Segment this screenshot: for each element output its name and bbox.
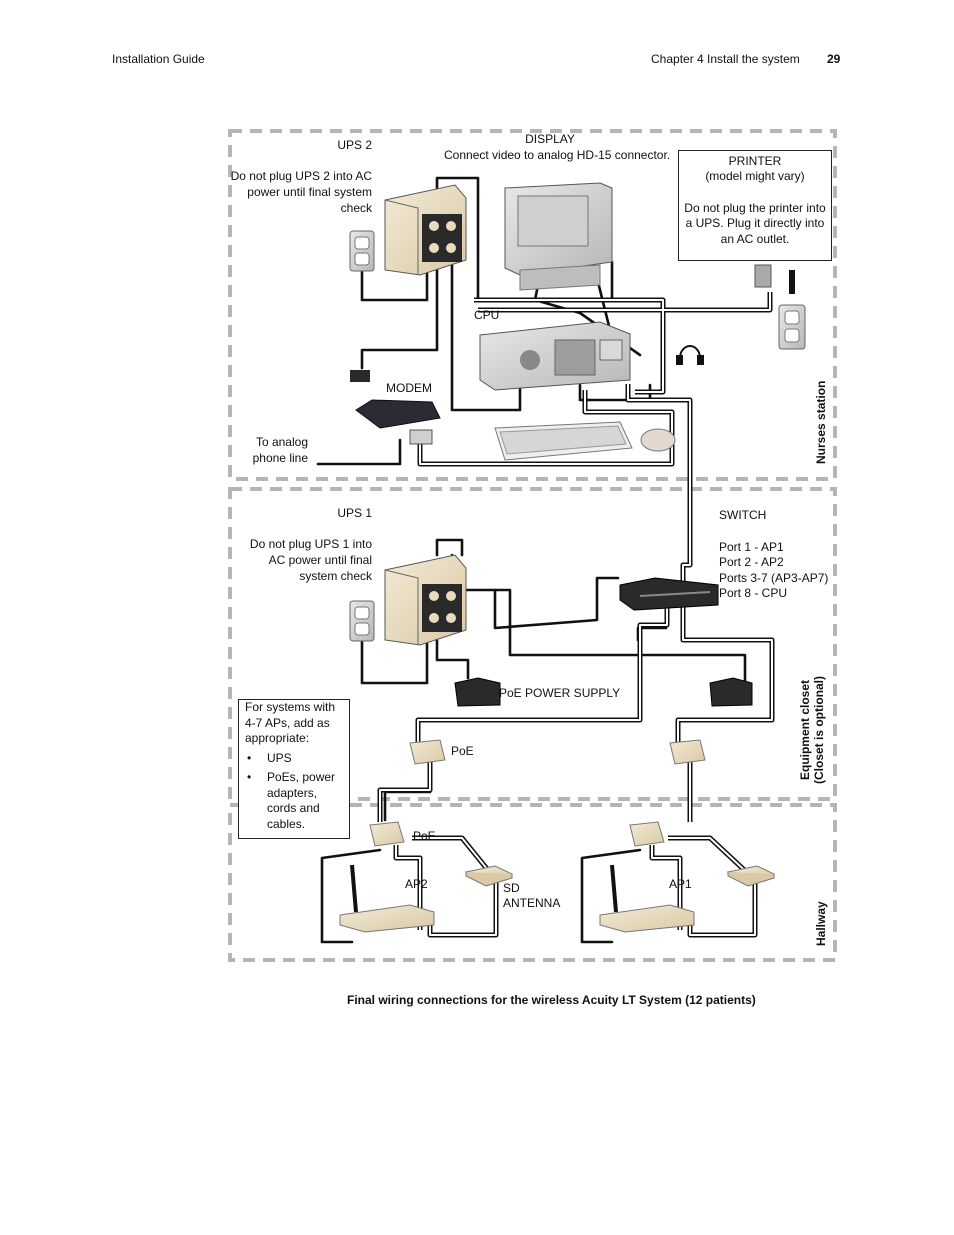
phone-line-label-2: phone line (252, 451, 308, 465)
display-note: Connect video to analog HD-15 connector. (444, 148, 671, 162)
switch-port-8: Port 8 - CPU (719, 586, 788, 600)
hallway-label: Hallway (814, 901, 828, 946)
note-item-ups: UPS (245, 751, 345, 767)
poe-hallway-label: PoE (413, 829, 436, 843)
ups2-note-line1: Do not plug UPS 2 into AC (230, 169, 372, 183)
wall-outlet-ups2 (349, 230, 375, 272)
note-intro-line3: appropriate: (245, 731, 310, 745)
note-item-poes: PoEs, power adapters, cords and cables. (245, 770, 345, 832)
switch-device (619, 577, 719, 611)
printer-note-line1: Do not plug the printer into (684, 201, 826, 215)
printer-note-line2: a UPS. Plug it directly into (685, 216, 825, 230)
ap1-label: AP1 (669, 877, 692, 891)
sd-antenna-label-1: SD (503, 881, 520, 895)
switch-title: SWITCH (719, 508, 767, 522)
display-device (504, 182, 613, 291)
switch-port-3-7: Ports 3-7 (AP3-AP7) (719, 571, 829, 585)
poe-power-supply-right (709, 677, 753, 707)
equipment-closet-line1: Equipment closet (798, 680, 812, 781)
sd-antenna-ap1 (726, 865, 776, 887)
ups1-note-line2: AC power until final (268, 553, 372, 567)
printer-title: PRINTER (728, 154, 782, 168)
cpu-device (479, 321, 631, 391)
poe-closet-label: PoE (451, 744, 474, 758)
poe-injector-hallway-right (629, 821, 665, 847)
nurses-station-label: Nurses station (814, 380, 828, 464)
ups2-note-line2: power until final system (247, 185, 372, 199)
poe-power-supply-left (454, 677, 501, 707)
nurses-station-zone (228, 129, 837, 481)
modem-label: MODEM (386, 381, 432, 395)
ups2-title: UPS 2 (337, 138, 372, 152)
note-intro-line2: 4-7 APs, add as (245, 715, 330, 730)
modem-power-adapter (350, 370, 370, 382)
ap2-label: AP2 (405, 877, 428, 891)
running-header-title: Installation Guide (112, 52, 205, 66)
zone-borders (228, 129, 837, 962)
modem-device (355, 399, 441, 445)
poe-injector-hallway-left (369, 821, 405, 847)
mouse-device (640, 428, 676, 452)
ups2-device (384, 184, 467, 276)
display-title: DISPLAY (525, 132, 575, 146)
wall-outlet-ups1 (349, 600, 375, 642)
sd-antenna-label-2: ANTENNA (503, 896, 561, 910)
keyboard-device (494, 421, 633, 461)
sd-antenna-ap2 (464, 865, 514, 887)
figure-caption: Final wiring connections for the wireles… (347, 993, 756, 1007)
ap-expansion-note-box: For systems with 4-7 APs, add as appropr… (238, 699, 350, 839)
equipment-closet-zone (228, 487, 837, 801)
printer-connectors (754, 264, 795, 294)
switch-port-2: Port 2 - AP2 (719, 555, 784, 569)
switch-port-1: Port 1 - AP1 (719, 540, 784, 554)
running-header-chapter: Chapter 4 Install the system (651, 52, 800, 66)
equipment-closet-label: Equipment closet (Closet is optional) (798, 675, 826, 785)
printer-note-line3: an AC outlet. (720, 232, 790, 246)
ups1-note-line1: Do not plug UPS 1 into (249, 537, 372, 551)
poe-injector-closet-left (409, 739, 446, 765)
ups2-note-line3: check (340, 201, 372, 215)
printer-subtitle: (model might vary) (705, 169, 805, 183)
printer-callout-box: PRINTER (model might vary) Do not plug t… (678, 150, 832, 261)
ups1-note-line3: system check (299, 569, 372, 583)
hallway-zone (228, 803, 837, 962)
page-number: 29 (827, 52, 841, 66)
phone-line-label-1: To analog (255, 435, 308, 449)
ups1-title: UPS 1 (337, 506, 372, 520)
ups1-device (384, 554, 467, 646)
equipment-closet-line2: (Closet is optional) (812, 676, 826, 784)
poe-injector-closet-right (669, 739, 706, 765)
access-point-ap1 (599, 864, 695, 933)
poe-power-supply-label: PoE POWER SUPPLY (499, 686, 621, 700)
note-intro-line1: For systems with (245, 700, 336, 714)
cpu-label: CPU (474, 308, 500, 322)
access-point-ap2 (339, 864, 435, 933)
wall-outlet-printer (778, 304, 806, 350)
headset-icon (676, 345, 704, 365)
